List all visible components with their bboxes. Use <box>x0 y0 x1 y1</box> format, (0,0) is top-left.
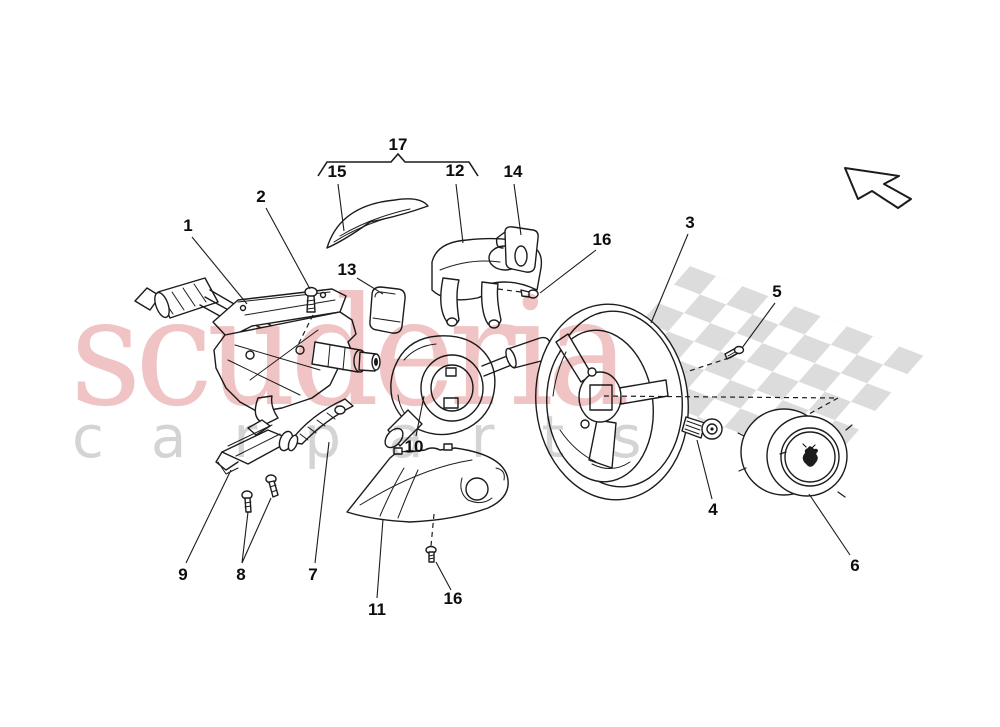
callout-4: 4 <box>708 500 718 519</box>
part-cover-13 <box>369 286 406 334</box>
part-steering-wheel-3 <box>535 303 689 501</box>
callout-7: 7 <box>308 565 318 584</box>
callout-15: 15 <box>327 162 347 181</box>
callout-14: 14 <box>503 162 523 181</box>
callout-2: 2 <box>256 187 266 206</box>
part-lower-shroud-11 <box>346 443 509 523</box>
part-screw-2 <box>304 286 318 313</box>
callout-16-top: 16 <box>592 230 612 249</box>
part-screw-16-bottom <box>425 545 437 563</box>
part-screw-16-top <box>520 289 539 299</box>
callout-6: 6 <box>850 556 860 575</box>
callout-16-bottom: 16 <box>443 589 463 608</box>
part-clip-14 <box>495 226 539 273</box>
part-switch-assembly-10 <box>384 335 553 449</box>
alignment-dashed-lines <box>296 288 839 547</box>
part-bolt-4 <box>681 416 723 440</box>
callout-11: 11 <box>368 600 386 619</box>
part-airbag-module-6 <box>737 408 853 498</box>
callout-8: 8 <box>236 565 246 584</box>
callout-3: 3 <box>685 213 695 232</box>
brand-bull-logo <box>802 443 818 467</box>
callout-17: 17 <box>388 135 408 154</box>
callout-9: 9 <box>178 565 188 584</box>
part-screws-8 <box>241 474 279 513</box>
callout-12: 12 <box>445 161 465 180</box>
part-screw-5 <box>724 345 745 360</box>
part-support-7 <box>289 398 354 445</box>
part-ignition-lock-9 <box>215 419 299 475</box>
callout-1: 1 <box>183 216 193 235</box>
callout-10: 10 <box>404 437 424 456</box>
callout-13: 13 <box>337 260 357 279</box>
direction-arrow-icon <box>844 167 912 209</box>
part-trim-15 <box>326 198 429 249</box>
checkered-flag-pattern <box>592 266 924 469</box>
callout-leader-lines <box>185 152 851 599</box>
callout-5: 5 <box>772 282 782 301</box>
